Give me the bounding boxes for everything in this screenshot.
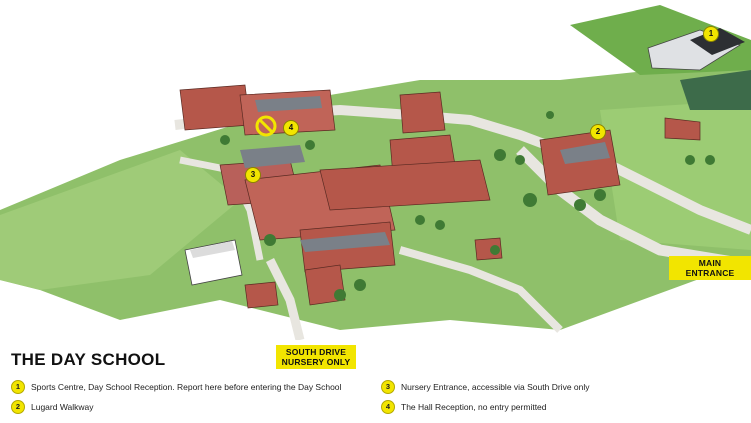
- legend-text: Lugard Walkway: [31, 402, 94, 412]
- legend-marker-icon: 3: [381, 380, 395, 394]
- legend-item-3: 3 Nursery Entrance, accessible via South…: [381, 380, 590, 394]
- legend-item-2: 2 Lugard Walkway: [11, 400, 94, 414]
- marker-2[interactable]: 2: [590, 124, 606, 140]
- south-path: [265, 257, 305, 340]
- south-drive-label: SOUTH DRIVE NURSERY ONLY: [276, 345, 356, 369]
- grass-dark-strip: [680, 70, 751, 110]
- trees: [220, 111, 715, 301]
- map-title: THE DAY SCHOOL: [11, 350, 166, 369]
- no-entry-icon: [255, 115, 277, 137]
- legend-item-4: 4 The Hall Reception, no entry permitted: [381, 400, 547, 414]
- legend-text: Nursery Entrance, accessible via South D…: [401, 382, 590, 392]
- marker-4[interactable]: 4: [283, 120, 299, 136]
- drive-path: [398, 246, 563, 333]
- marker-3[interactable]: 3: [245, 167, 261, 183]
- building-roofs: [240, 96, 610, 252]
- legend-marker-icon: 2: [11, 400, 25, 414]
- legend-text: Sports Centre, Day School Reception. Rep…: [31, 382, 342, 392]
- legend-item-1: 1 Sports Centre, Day School Reception. R…: [11, 380, 341, 394]
- white-house: [184, 239, 243, 286]
- marker-1[interactable]: 1: [703, 26, 719, 42]
- campus-illustration: [0, 5, 751, 340]
- legend-marker-icon: 1: [11, 380, 25, 394]
- legend-text: The Hall Reception, no entry permitted: [401, 402, 547, 412]
- grass-left-field: [0, 150, 240, 290]
- legend-marker-icon: 4: [381, 400, 395, 414]
- main-entrance-label: MAIN ENTRANCE: [669, 256, 751, 280]
